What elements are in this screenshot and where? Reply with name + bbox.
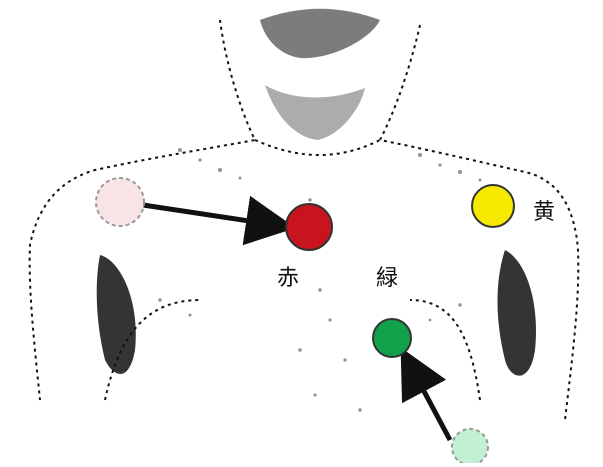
red-move-arrow bbox=[143, 205, 276, 225]
red-electrode bbox=[286, 204, 332, 250]
green-original-position bbox=[452, 429, 488, 463]
yellow-label: 黄 bbox=[533, 202, 555, 224]
green-label: 緑 bbox=[376, 268, 398, 290]
green-move-arrow bbox=[410, 365, 450, 440]
yellow-electrode bbox=[472, 185, 514, 227]
red-label: 赤 bbox=[277, 268, 299, 290]
red-original-position bbox=[96, 178, 144, 226]
stipple-texture bbox=[158, 148, 481, 412]
neck-shading bbox=[260, 9, 380, 140]
green-electrode bbox=[373, 319, 411, 357]
